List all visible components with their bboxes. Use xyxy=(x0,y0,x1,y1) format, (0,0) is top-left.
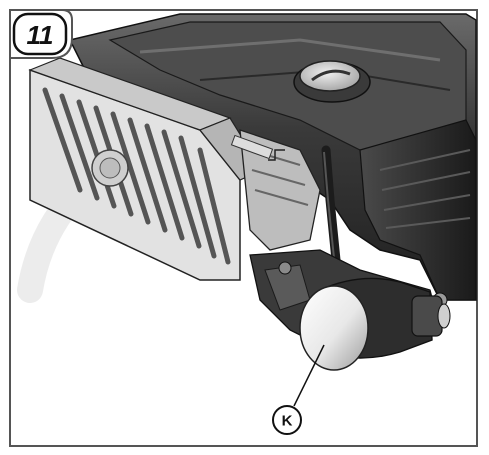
callout-k: K xyxy=(272,405,302,435)
mount-bolt xyxy=(278,261,292,275)
fuel-line-highlight xyxy=(323,151,335,259)
fuel-cap-grip xyxy=(311,69,351,82)
step-number: 11 xyxy=(27,20,54,50)
step-badge: 11 xyxy=(9,9,73,59)
carburettor xyxy=(230,129,321,251)
fuel-cap xyxy=(299,60,361,92)
callout-k-label: K xyxy=(282,413,293,430)
muffler-guard xyxy=(28,57,263,281)
engine-fins xyxy=(379,149,471,229)
callout-leader-k xyxy=(293,344,325,407)
engine-top-ridge xyxy=(139,38,441,62)
primer-bulb xyxy=(299,277,451,371)
